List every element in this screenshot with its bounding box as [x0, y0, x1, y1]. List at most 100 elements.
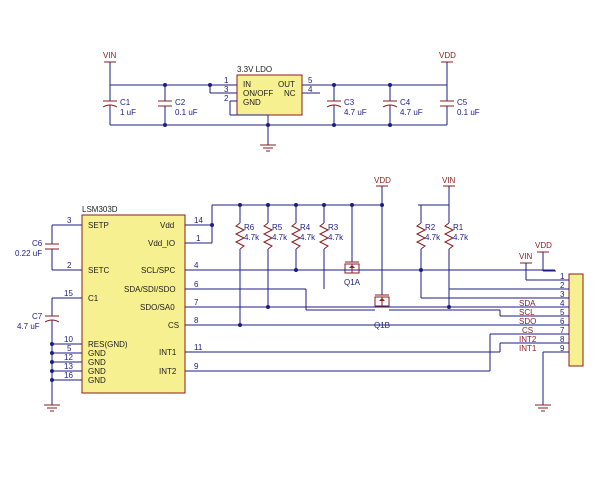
ic-pin-num-16: 16 [64, 371, 73, 380]
ic-pin-num-14: 14 [194, 216, 203, 225]
resistor-r3: R3 4.7k [318, 205, 344, 289]
ic-pin-setp: SETP [88, 221, 109, 230]
net-int1: INT1 [519, 344, 537, 353]
ic-pin-num-8: 8 [194, 316, 199, 325]
ic-pin-gnd-16: GND [88, 376, 106, 385]
ground-symbol-header [535, 404, 551, 412]
ground-symbol-ic [44, 404, 60, 412]
ldo-name: 3.3V LDO [237, 65, 272, 74]
r6-ref: R6 [244, 223, 255, 232]
vin-symbol-top: VIN [103, 51, 117, 85]
c1-ref: C1 [120, 98, 131, 107]
r1-ref: R1 [453, 223, 464, 232]
net-int2: INT2 [519, 335, 537, 344]
ic-pin-cs: CS [168, 321, 179, 330]
ic-pin-int1: INT1 [159, 348, 177, 357]
r2-ref: R2 [425, 223, 436, 232]
ic-pin-sda: SDA/SDI/SDO [124, 285, 176, 294]
c7-value: 4.7 uF [17, 322, 40, 331]
ic-pin-vddio: Vdd_IO [148, 239, 175, 248]
resistor-r2: R2 4.7k [415, 205, 441, 272]
header-connector: 1 2 3 4 5 6 7 8 9 [556, 272, 584, 367]
ldo-label-gnd: GND [243, 98, 261, 107]
c1-value: 1 uF [120, 108, 136, 117]
c4-ref: C4 [400, 98, 411, 107]
vin-label-header: VIN [519, 252, 533, 261]
cap-c4: C4 4.7 uF [382, 85, 423, 125]
r4-ref: R4 [300, 223, 311, 232]
cap-c3: C3 4.7 uF [326, 85, 367, 125]
r3-ref: R3 [328, 223, 339, 232]
header-pin-1: 1 [560, 272, 565, 281]
lsm303d-chip: LSM303D [81, 205, 186, 394]
c5-ref: C5 [457, 98, 468, 107]
cap-c7: C7 4.7 uF [17, 298, 60, 344]
ldo-pin-4: 4 [308, 85, 313, 94]
net-scl: SCL [519, 308, 535, 317]
header-pin-8: 8 [560, 335, 565, 344]
r6-value: 4.7k [244, 233, 260, 242]
ic-pin-num-4: 4 [194, 261, 199, 270]
c6-value: 0.22 uF [15, 249, 42, 258]
ic-pin-num-13: 13 [64, 362, 73, 371]
vdd-label-mid: VDD [374, 176, 391, 185]
net-sdo: SDO [519, 317, 536, 326]
ic-pin-num-1: 1 [196, 234, 201, 243]
c2-ref: C2 [175, 98, 186, 107]
c2-value: 0.1 uF [175, 108, 198, 117]
ic-pin-num-12: 12 [64, 353, 73, 362]
ic-name: LSM303D [82, 205, 118, 214]
c4-value: 4.7 uF [400, 108, 423, 117]
header-pin-7: 7 [560, 326, 565, 335]
ic-pin-sdo: SDO/SA0 [140, 303, 175, 312]
ic-pin-int2: INT2 [159, 367, 177, 376]
ic-pin-num-9: 9 [194, 362, 199, 371]
ic-pin-gnd-5: GND [88, 349, 106, 358]
resistor-r6: R6 4.7k [234, 205, 260, 327]
vin-label-top: VIN [103, 51, 117, 60]
c6-ref: C6 [32, 239, 43, 248]
ic-left-pins: 3 SETP 2 SETC 15 C1 10 RES(GND) 5 GND 12… [52, 216, 128, 385]
header-pin-3: 3 [560, 290, 565, 299]
cap-c5: C5 0.1 uF [440, 85, 480, 125]
mosfet-q1a: Q1A [344, 205, 361, 287]
r4-value: 4.7k [300, 233, 316, 242]
c3-ref: C3 [344, 98, 355, 107]
cap-c6: C6 0.22 uF [15, 225, 59, 270]
ic-pin-gnd-12: GND [88, 358, 106, 367]
ldo-label-out: OUT [278, 80, 295, 89]
resistor-r5: R5 4.7k [262, 205, 288, 309]
vin-symbol-mid: VIN [442, 176, 456, 205]
r1-value: 4.7k [453, 233, 469, 242]
q1a-ref: Q1A [344, 278, 361, 287]
resistor-r4: R4 4.7k [290, 205, 316, 272]
header-pin-9: 9 [560, 344, 565, 353]
vin-label-mid: VIN [442, 176, 456, 185]
ldo-label-onoff: ON/OFF [243, 89, 273, 98]
ldo-pin-5: 5 [308, 76, 313, 85]
vdd-label-header: VDD [535, 241, 552, 250]
ldo-pin-1: 1 [224, 76, 229, 85]
net-cs: CS [522, 326, 533, 335]
resistor-r1: R1 4.7k [443, 205, 469, 309]
q1b-ref: Q1B [374, 321, 390, 330]
vdd-symbol-header: VDD [535, 241, 556, 272]
header-pin-6: 6 [560, 317, 565, 326]
r5-value: 4.7k [272, 233, 288, 242]
ic-pin-scl: SCL/SPC [141, 266, 175, 275]
c3-value: 4.7 uF [344, 108, 367, 117]
ldo-label-nc: NC [284, 89, 296, 98]
ldo-pin-2: 2 [224, 94, 229, 103]
header-pin-2: 2 [560, 281, 565, 290]
ic-pin-gnd-13: GND [88, 367, 106, 376]
ground-symbol-top [260, 144, 276, 152]
ic-pin-num-11: 11 [194, 343, 203, 352]
ic-pin-num-6: 6 [194, 280, 199, 289]
header-pin-4: 4 [560, 299, 565, 308]
vdd-symbol-mid: VDD [374, 176, 391, 205]
ic-pin-res: RES(GND) [88, 340, 128, 349]
ldo-regulator: 3.3V LDO 1 3 2 5 4 IN ON/OFF GND OUT NC [224, 65, 313, 116]
ic-pin-c1: C1 [88, 294, 99, 303]
